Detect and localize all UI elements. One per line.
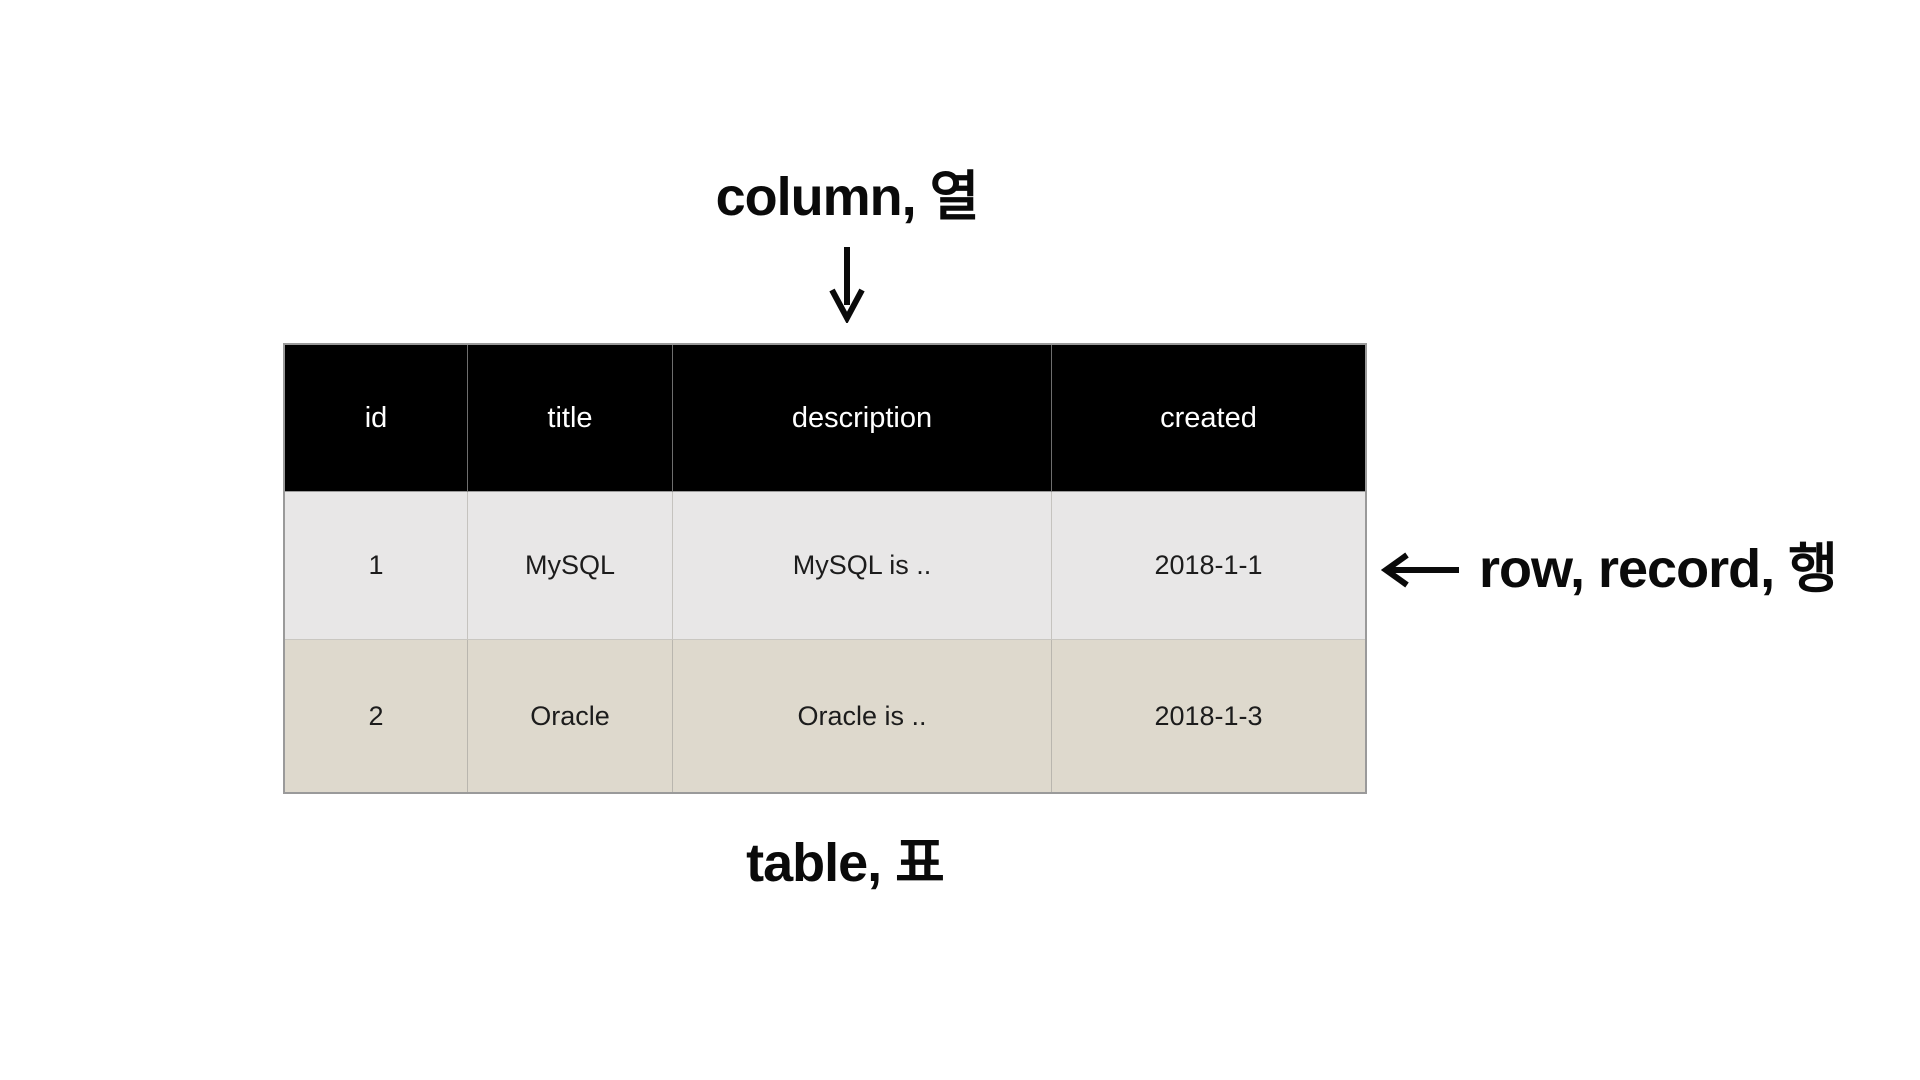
cell-value: 2018-1-1 xyxy=(1154,550,1263,580)
header-cell-title: title xyxy=(468,345,673,492)
cell-value: MySQL xyxy=(524,550,616,580)
cell-value: Oracle is .. xyxy=(797,700,927,731)
table-row2-cell-created: 2018-1-3 xyxy=(1052,640,1365,792)
down-arrow-icon xyxy=(829,247,865,323)
cell-value: 2 xyxy=(368,700,384,731)
table-row2-cell-description: Oracle is .. xyxy=(673,640,1052,792)
header-label-created: created xyxy=(1160,401,1257,434)
left-arrow-icon xyxy=(1381,552,1459,588)
table-row1-cell-id: 1 xyxy=(285,492,468,640)
cell-value: MySQL is .. xyxy=(792,550,932,580)
cell-value: 1 xyxy=(368,550,384,580)
table-row2-cell-id: 2 xyxy=(285,640,468,792)
table-row1-cell-created: 2018-1-1 xyxy=(1052,492,1365,640)
header-label-description: description xyxy=(791,401,933,434)
column-annotation-label: column, 열 xyxy=(715,167,980,227)
header-label-id: id xyxy=(364,401,388,434)
database-table: id title description created 1 MySQL MyS… xyxy=(283,343,1367,794)
header-cell-id: id xyxy=(285,345,468,492)
header-cell-description: description xyxy=(673,345,1052,492)
cell-value: Oracle xyxy=(530,700,610,731)
row-annotation-label: row, record, 행 xyxy=(1479,539,1838,599)
table-row1-cell-title: MySQL xyxy=(468,492,673,640)
header-cell-created: created xyxy=(1052,345,1365,492)
table-row1-cell-description: MySQL is .. xyxy=(673,492,1052,640)
table-row2-cell-title: Oracle xyxy=(468,640,673,792)
header-label-title: title xyxy=(547,401,593,434)
cell-value: 2018-1-3 xyxy=(1154,700,1263,731)
table-annotation-label: table, 표 xyxy=(746,833,945,893)
